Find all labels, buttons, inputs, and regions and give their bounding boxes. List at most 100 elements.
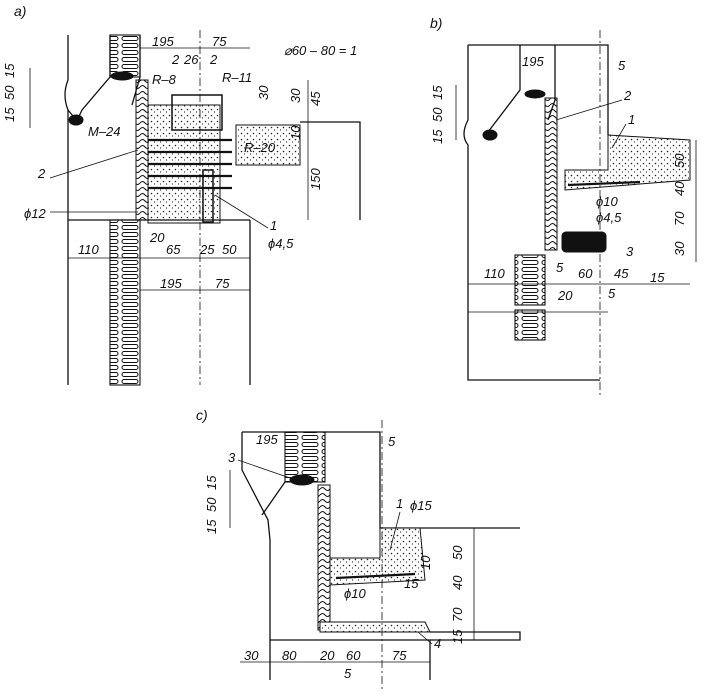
panel-b-lower-block-2: [514, 309, 546, 341]
panel-b-bdim-60: 60: [578, 266, 593, 281]
panel-a-right-dim-10: 10: [288, 125, 303, 140]
panel-b-label-1: 1: [628, 112, 635, 127]
panel-a-right-dim-30b: 30: [288, 88, 303, 103]
panel-c-label-phi15: ϕ15: [410, 498, 432, 513]
panel-b-gasket: [524, 89, 546, 99]
panel-c-floor: [430, 631, 521, 641]
panel-a-bdim-195: 195: [160, 276, 182, 291]
panel-a-label-r8: R–8: [152, 72, 177, 87]
panel-a-rebars: [148, 138, 232, 190]
panel-a-slab-outline: [300, 121, 361, 220]
panel-c-leader-3: [237, 459, 291, 479]
panel-b-outline: [463, 45, 600, 381]
panel-c-left-15b: 15: [204, 519, 219, 534]
panel-a-gasket-m24: [68, 114, 84, 126]
panel-b-right-30: 30: [672, 241, 687, 256]
panel-a-leader-1: [214, 194, 269, 229]
panel-a-label-phi45: ϕ4,5: [268, 236, 294, 251]
panel-a-dim-75-top: 75: [212, 34, 227, 49]
panel-a-dim-2a: 2: [171, 52, 180, 67]
panel-c-dim-5: 5: [388, 434, 396, 449]
panel-c-bdim-30: 30: [244, 648, 259, 663]
panel-b: b) 195 5 15 50 15 50 40 70 30 2 1 ϕ10 ϕ4…: [430, 15, 697, 395]
panel-b-right-50: 50: [672, 153, 687, 168]
panel-a-label-r11: R–11: [222, 70, 252, 85]
panel-c-label-15: 15: [404, 576, 419, 591]
panel-a-upper-block: [109, 34, 141, 78]
panel-c-slab: [329, 527, 426, 586]
panel-b-bdim-45: 45: [614, 266, 629, 281]
panel-a-left-dim-15a: 15: [2, 63, 17, 78]
panel-a-upper-edge: [74, 35, 111, 126]
panel-a-upper-edge-2: [131, 35, 141, 106]
panel-b-upper-edge: [487, 45, 521, 133]
panel-c-gasket: [289, 474, 315, 486]
panel-b-gasket-2: [482, 129, 498, 141]
panel-b-leader-2: [555, 99, 623, 121]
panel-c-right-50: 50: [450, 545, 465, 560]
panel-a-gasket-top: [110, 71, 134, 81]
panel-c-left-50: 50: [204, 497, 219, 512]
panel-c-leader-4: [417, 631, 433, 645]
panel-b-right-40: 40: [672, 181, 687, 196]
panel-a-label: a): [14, 3, 26, 19]
panel-a-fixing: [171, 94, 223, 131]
panel-b-left-15b: 15: [430, 129, 445, 144]
panel-a-right-dim-45: 45: [308, 91, 323, 106]
panel-b-dim-5: 5: [618, 58, 626, 73]
panel-c-bdim-80: 80: [282, 648, 297, 663]
panel-c-bdim-60: 60: [346, 648, 361, 663]
panel-a-left-dim-50: 50: [2, 85, 17, 100]
panel-c-upper-block: [284, 431, 326, 483]
panel-a-right-dim-30a: 30: [256, 85, 271, 100]
panel-c-bdim-5: 5: [344, 666, 352, 681]
panel-b-label-3: 3: [626, 244, 634, 259]
panel-c-insulation: [317, 484, 331, 631]
panel-b-left-50: 50: [430, 107, 445, 122]
panel-c-right-40: 40: [450, 575, 465, 590]
panel-c: c) 195 5 15 50 15 50 40 10 70 15 3 1 ϕ15…: [196, 407, 521, 690]
panel-c-label-4: 4: [434, 636, 441, 651]
panel-c-top-outline: [242, 431, 520, 529]
panel-a-bdim-75: 75: [215, 276, 230, 291]
panel-a: a) 195 75: [2, 3, 361, 386]
panel-a-anchor: [202, 169, 214, 223]
panel-a-right-dim-150: 150: [308, 168, 323, 190]
panel-a-left-wall: [64, 35, 69, 385]
panel-b-bdim-5a: 5: [556, 260, 564, 275]
panel-b-label-2: 2: [623, 88, 632, 103]
panel-a-label-1: 1: [270, 218, 277, 233]
panel-b-bdim-110: 110: [484, 266, 505, 281]
panel-c-bdim-75: 75: [392, 648, 407, 663]
panel-c-upper-edge: [261, 481, 286, 516]
panel-a-lower-block: [109, 219, 141, 386]
panel-c-label-phi10: ϕ10: [344, 586, 366, 601]
panel-b-seal: [561, 231, 607, 253]
panel-c-right-15: 15: [450, 629, 465, 644]
panel-b-label-phi45: ϕ4,5: [596, 210, 622, 225]
panel-c-leader-1: [389, 511, 401, 551]
panel-b-right-70: 70: [672, 211, 687, 226]
panel-a-left-dim-15b: 15: [2, 107, 17, 122]
panel-c-lower-outline: [270, 639, 431, 680]
panel-a-label-phi12: ϕ12: [24, 206, 46, 221]
panel-c-label: c): [196, 407, 208, 423]
panel-c-label-1: 1: [396, 496, 403, 511]
panel-b-lower-block: [514, 254, 546, 306]
panel-a-label-2: 2: [37, 166, 46, 181]
panel-c-left-15a: 15: [204, 475, 219, 490]
panel-c-base-strip: [319, 621, 431, 633]
panel-b-left-15a: 15: [430, 85, 445, 100]
panel-c-dim-195: 195: [256, 432, 278, 447]
panel-a-dim-2b: 2: [209, 52, 218, 67]
panel-b-bdim-15: 15: [650, 270, 665, 285]
panel-a-fraction-note: ⌀60 – 80 = 1: [284, 43, 357, 58]
panel-a-slab: [235, 124, 301, 166]
panel-c-right-70: 70: [450, 607, 465, 622]
panel-c-left-outline: [241, 432, 271, 680]
panel-a-label-r20: R–20: [244, 140, 276, 155]
panel-a-bdim-110: 110: [78, 242, 99, 257]
panel-b-slab: [564, 134, 691, 191]
